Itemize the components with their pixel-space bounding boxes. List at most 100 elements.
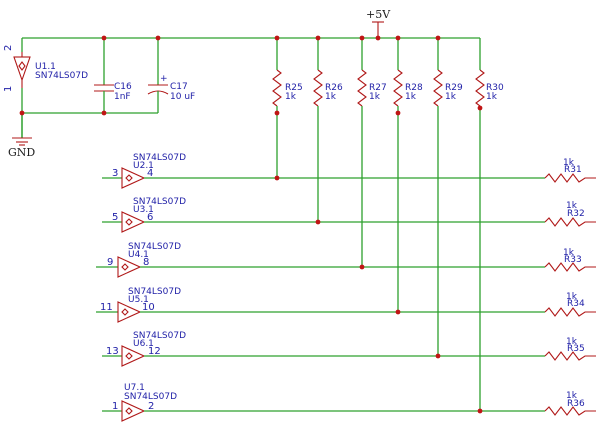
junction-dot xyxy=(435,353,441,359)
u7-part: SN74LS07D xyxy=(124,392,177,402)
series-r35: 1k R35 xyxy=(544,337,596,361)
junction-dot xyxy=(274,35,280,41)
c16-ref: C16 xyxy=(114,82,132,92)
gnd-label: GND xyxy=(8,146,35,159)
r34-ref: R34 xyxy=(567,299,585,309)
r32-value: 1k xyxy=(566,201,578,211)
junction-dot xyxy=(274,110,280,116)
junctions xyxy=(19,35,483,414)
u2-in-pin: 3 xyxy=(112,168,118,179)
junction-dot xyxy=(315,35,321,41)
pullup-r27: R27 1k xyxy=(357,38,387,267)
junction-dot xyxy=(155,35,161,41)
c16-value: 1nF xyxy=(114,92,131,102)
u5-ref: U5.1 xyxy=(128,295,149,305)
series-r34: 1k R34 xyxy=(544,292,596,317)
r25-ref: R25 xyxy=(285,83,303,93)
buffer-channel-u6: 13 12 SN74LS07D U6.1 xyxy=(102,331,545,367)
r32-ref: R32 xyxy=(567,209,585,219)
junction-dot xyxy=(395,110,401,116)
r25-value: 1k xyxy=(285,92,297,102)
u6-in-pin: 13 xyxy=(106,346,119,357)
junction-dot xyxy=(19,110,25,116)
junction-dot xyxy=(375,35,381,41)
u7-in-pin: 1 xyxy=(112,401,118,412)
junction-dot xyxy=(395,35,401,41)
pullup-r30: R30 1k xyxy=(475,38,504,411)
r31-ref: R31 xyxy=(564,165,582,175)
u2-out-pin: 4 xyxy=(147,168,153,179)
c17-polarity: + xyxy=(160,74,168,84)
r31-value: 1k xyxy=(563,158,575,168)
junction-dot xyxy=(435,35,441,41)
buffer-channel-u7: 1 2 U7.1 SN74LS07D xyxy=(102,383,545,422)
u7-ref: U7.1 xyxy=(124,383,145,393)
u3-part: SN74LS07D xyxy=(133,197,186,207)
u1-power-unit: 2 1 U1.1 SN74LS07D xyxy=(3,38,88,138)
series-r36: 1k R36 xyxy=(544,391,596,416)
pullup-r25: R25 1k xyxy=(272,38,303,178)
r29-ref: R29 xyxy=(445,83,463,93)
junction-dot xyxy=(477,105,483,111)
u3-out-pin: 6 xyxy=(147,212,153,223)
u3-in-pin: 5 xyxy=(112,212,118,223)
u1-ref: U1.1 xyxy=(35,62,56,72)
junction-dot xyxy=(359,264,365,270)
buffer-channel-u3: 5 6 SN74LS07D U3.1 xyxy=(102,197,545,233)
u5-in-pin: 11 xyxy=(100,302,113,313)
buffer-channel-u5: 11 10 SN74LS07D U5.1 xyxy=(96,287,545,323)
u6-part: SN74LS07D xyxy=(133,331,186,341)
r28-ref: R28 xyxy=(405,83,423,93)
capacitor-c16: C16 1nF xyxy=(94,38,132,113)
r36-ref: R36 xyxy=(567,399,585,409)
u6-out-pin: 12 xyxy=(148,346,161,357)
r26-ref: R26 xyxy=(325,83,343,93)
pullup-r29: R29 1k xyxy=(433,38,463,356)
buffer-channel-u2: 3 4 SN74LS07D U2.1 xyxy=(102,153,545,189)
gnd-symbol: GND xyxy=(8,113,35,159)
r26-value: 1k xyxy=(325,92,337,102)
r34-value: 1k xyxy=(566,292,578,302)
r28-value: 1k xyxy=(405,92,417,102)
u2-part: SN74LS07D xyxy=(133,153,186,163)
u4-in-pin: 9 xyxy=(107,257,113,268)
u1-part: SN74LS07D xyxy=(35,71,88,81)
pullup-r26: R26 1k xyxy=(313,38,343,222)
r29-value: 1k xyxy=(445,92,457,102)
series-r31: 1k R31 xyxy=(544,158,596,183)
r30-ref: R30 xyxy=(486,83,504,93)
r27-ref: R27 xyxy=(369,83,387,93)
junction-dot xyxy=(395,309,401,315)
u1-pin-bottom: 1 xyxy=(3,86,14,92)
junction-dot xyxy=(274,175,280,181)
r33-ref: R33 xyxy=(564,255,582,265)
junction-dot xyxy=(101,110,107,116)
junction-dot xyxy=(315,219,321,225)
r33-value: 1k xyxy=(563,248,575,258)
vcc-label: +5V xyxy=(366,8,391,21)
u2-ref: U2.1 xyxy=(133,161,154,171)
c17-ref: C17 xyxy=(170,82,188,92)
pullup-r28: R28 1k xyxy=(393,38,423,312)
u1-pin-top: 2 xyxy=(3,45,14,51)
series-r33: 1k R33 xyxy=(544,248,596,272)
junction-dot xyxy=(101,35,107,41)
capacitor-c17: + C17 10 uF xyxy=(147,38,195,113)
series-r32: 1k R32 xyxy=(544,201,596,227)
r36-value: 1k xyxy=(566,391,578,401)
u5-part: SN74LS07D xyxy=(128,287,181,297)
u4-out-pin: 8 xyxy=(143,257,149,268)
vcc-symbol: +5V xyxy=(366,8,391,38)
u4-ref: U4.1 xyxy=(128,250,149,260)
buffer-channel-u4: 9 8 SN74LS07D U4.1 xyxy=(96,242,545,278)
r35-value: 1k xyxy=(566,337,578,347)
r35-ref: R35 xyxy=(567,344,585,354)
u4-part: SN74LS07D xyxy=(128,242,181,252)
junction-dot xyxy=(359,35,365,41)
u3-ref: U3.1 xyxy=(133,205,154,215)
u6-ref: U6.1 xyxy=(133,339,154,349)
r30-value: 1k xyxy=(486,92,498,102)
u7-out-pin: 2 xyxy=(148,401,154,412)
c17-value: 10 uF xyxy=(170,92,195,102)
